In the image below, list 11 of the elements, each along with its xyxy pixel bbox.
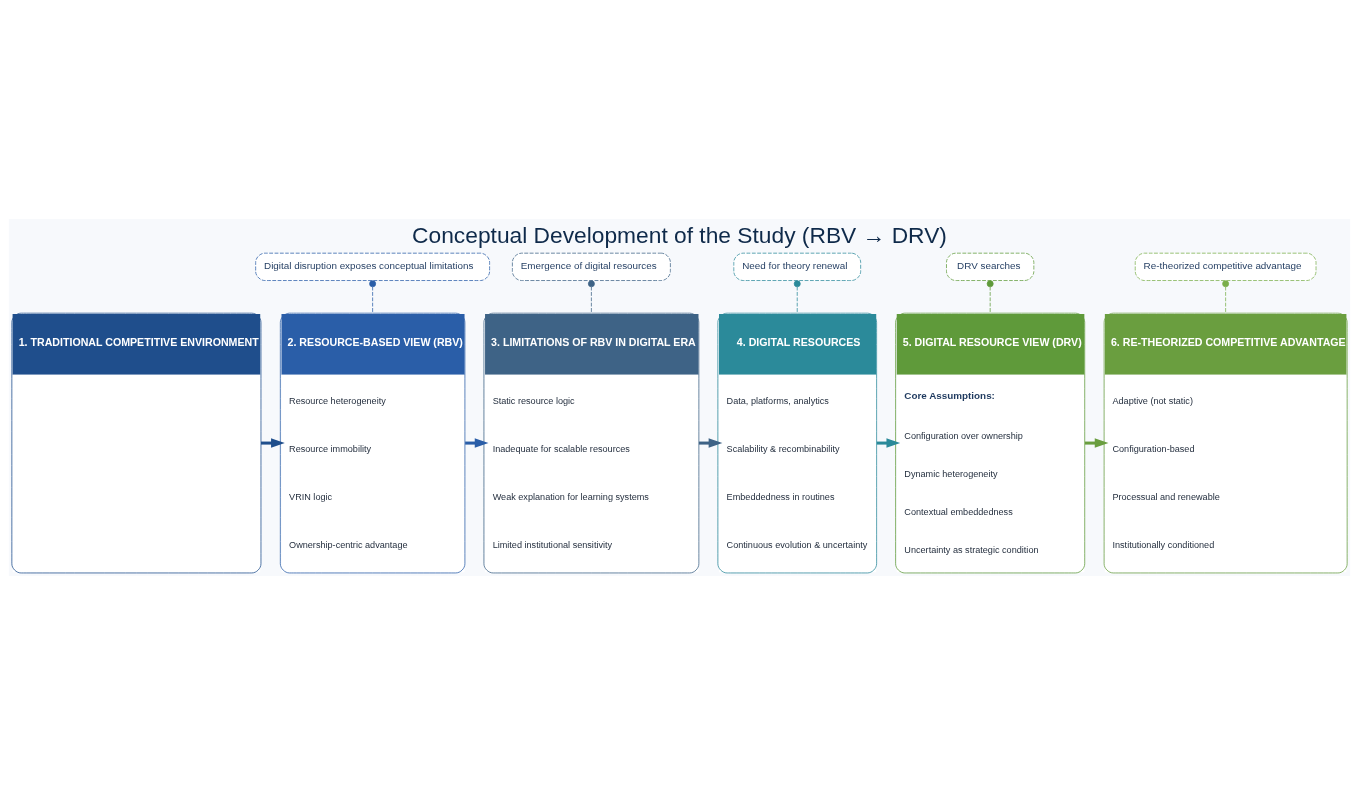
node-box: Digital disruption exposes conceptual limitations xyxy=(255,252,490,281)
node-box: Re-theorized competitive advantage xyxy=(1134,252,1317,281)
connector xyxy=(793,279,801,313)
connector xyxy=(1222,279,1230,313)
connector xyxy=(986,279,994,313)
connector xyxy=(369,279,377,313)
node-box: DRV searches xyxy=(946,252,1035,281)
diagram-title: Conceptual Development of the Study (RBV → DRV) xyxy=(412,221,947,248)
node-box: Emergence of digital resources xyxy=(512,252,671,281)
node-box: Need for theory renewal xyxy=(733,252,862,281)
connector xyxy=(587,279,595,313)
